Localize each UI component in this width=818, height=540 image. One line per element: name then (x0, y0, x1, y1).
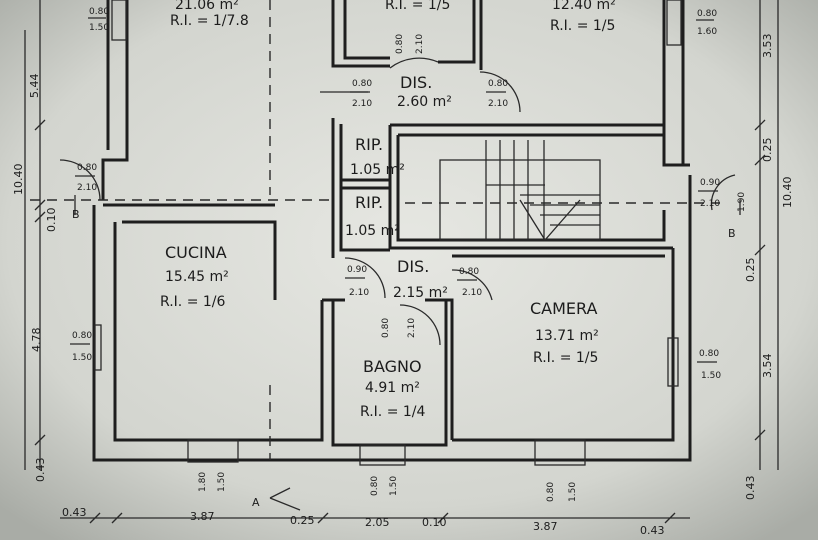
w-bottom-mid-w: 0.80 (370, 476, 380, 496)
w-bottom-right-w: 0.80 (546, 482, 556, 502)
cucina-name: CUCINA (165, 243, 227, 262)
dim-right-4: 3.54 (761, 354, 774, 379)
dim-right-5: 0.43 (744, 476, 757, 501)
dis-bottom-area: 2.15 m² (393, 285, 448, 301)
d-right-entry-w: 0.90 (700, 178, 720, 188)
w-cucina-left-w: 0.80 (72, 331, 92, 341)
dim-left-2: 10.40 (12, 164, 25, 196)
section-mark-a: A (252, 496, 260, 509)
d-bagno-w: 0.80 (381, 318, 391, 338)
rip-2-area: 1.05 m² (345, 223, 400, 239)
w-cucina-left-h: 1.50 (72, 353, 92, 363)
w-top-left-w: 0.80 (89, 7, 109, 17)
w-top-left-h: 1.50 (89, 23, 109, 33)
opening-labels: 0.80 1.50 0.80 1.60 0.80 2.10 0.80 2.10 … (70, 7, 747, 502)
w-camera-right-h: 1.50 (701, 371, 721, 381)
dim-left-5: 0.43 (34, 458, 47, 483)
d-dis-left-h: 2.10 (352, 99, 372, 109)
d-dis2-left-h: 2.10 (349, 288, 369, 298)
rip-1-name: RIP. (355, 135, 383, 154)
d-dis-right-w: 0.80 (488, 79, 508, 89)
d-left-entry-w: 0.80 (77, 163, 97, 173)
dim-left-1: 5.44 (28, 74, 41, 99)
door-swings (59, 57, 736, 346)
dim-left-3: 0.10 (45, 208, 58, 233)
bagno-name: BAGNO (363, 357, 422, 376)
dim-right-outer: 10.40 (781, 177, 794, 209)
room-top-right-ri: R.I. = 1/5 (550, 18, 615, 34)
bagno-area: 4.91 m² (365, 380, 420, 396)
w-camera-right-w: 0.80 (699, 349, 719, 359)
section-mark-b-right: B (728, 227, 736, 240)
d-left-entry-h: 2.10 (77, 183, 97, 193)
room-labels: 21.06 m² R.I. = 1/7.8 R.I. = 1/5 12.40 m… (160, 0, 616, 420)
room-top-left-area: 21.06 m² (175, 0, 239, 13)
w-top-right-w: 0.80 (697, 9, 717, 19)
dim-right-1: 3.53 (761, 34, 774, 59)
d-dis2-right-w: 0.80 (459, 267, 479, 277)
d-right-entry-h: 2.10 (700, 199, 720, 209)
section-marks: B B A (72, 208, 736, 509)
room-top-right-area: 12.40 m² (552, 0, 616, 13)
rip-1-area: 1.05 m² (350, 162, 405, 178)
staircase (439, 140, 601, 242)
dis-top-name: DIS. (400, 73, 432, 92)
walls (92, 0, 692, 462)
dim-right-3: 0.25 (744, 258, 757, 283)
w-bottom-left-w: 1.80 (198, 472, 208, 492)
camera-area: 13.71 m² (535, 328, 599, 344)
w-top-right-h: 1.60 (697, 27, 717, 37)
dimension-labels: 5.44 10.40 0.10 4.78 0.43 3.53 0.25 0.25… (12, 34, 794, 538)
dim-bottom-3: 0.25 (290, 514, 315, 527)
w-bottom-mid-h: 1.50 (389, 476, 399, 496)
d-dis2-left-w: 0.90 (347, 265, 367, 275)
rip-2-name: RIP. (355, 193, 383, 212)
dis-bottom-name: DIS. (397, 257, 429, 276)
d-dis-right-h: 2.10 (488, 99, 508, 109)
dim-bottom-7: 0.43 (640, 524, 665, 537)
d-dis-top-h: 2.10 (415, 34, 425, 54)
dim-bottom-6: 3.87 (533, 520, 558, 533)
d-right-entry-extra: 1.90 (737, 192, 747, 212)
d-dis-left-w: 0.80 (352, 79, 372, 89)
room-top-left-ri: R.I. = 1/7.8 (170, 13, 249, 29)
dimension-lines (24, 0, 779, 524)
window-symbols (94, 0, 682, 466)
dim-bottom-4: 2.05 (365, 516, 390, 529)
d-dis-top-w: 0.80 (395, 34, 405, 54)
room-top-mid-ri: R.I. = 1/5 (385, 0, 450, 13)
dim-bottom-2: 3.87 (190, 510, 215, 523)
dim-right-2: 0.25 (761, 138, 774, 163)
camera-ri: R.I. = 1/5 (533, 350, 598, 366)
w-bottom-left-h: 1.50 (217, 472, 227, 492)
dim-bottom-1: 0.43 (62, 506, 87, 519)
w-bottom-right-h: 1.50 (568, 482, 578, 502)
dim-bottom-5: 0.10 (422, 516, 447, 529)
cucina-area: 15.45 m² (165, 269, 229, 285)
camera-name: CAMERA (530, 299, 598, 318)
d-dis2-right-h: 2.10 (462, 288, 482, 298)
cucina-ri: R.I. = 1/6 (160, 294, 226, 310)
d-bagno-h: 2.10 (407, 318, 417, 338)
dim-left-4: 4.78 (30, 328, 43, 353)
dis-top-area: 2.60 m² (397, 94, 452, 110)
section-mark-b-left: B (72, 208, 80, 221)
bagno-ri: R.I. = 1/4 (360, 404, 426, 420)
